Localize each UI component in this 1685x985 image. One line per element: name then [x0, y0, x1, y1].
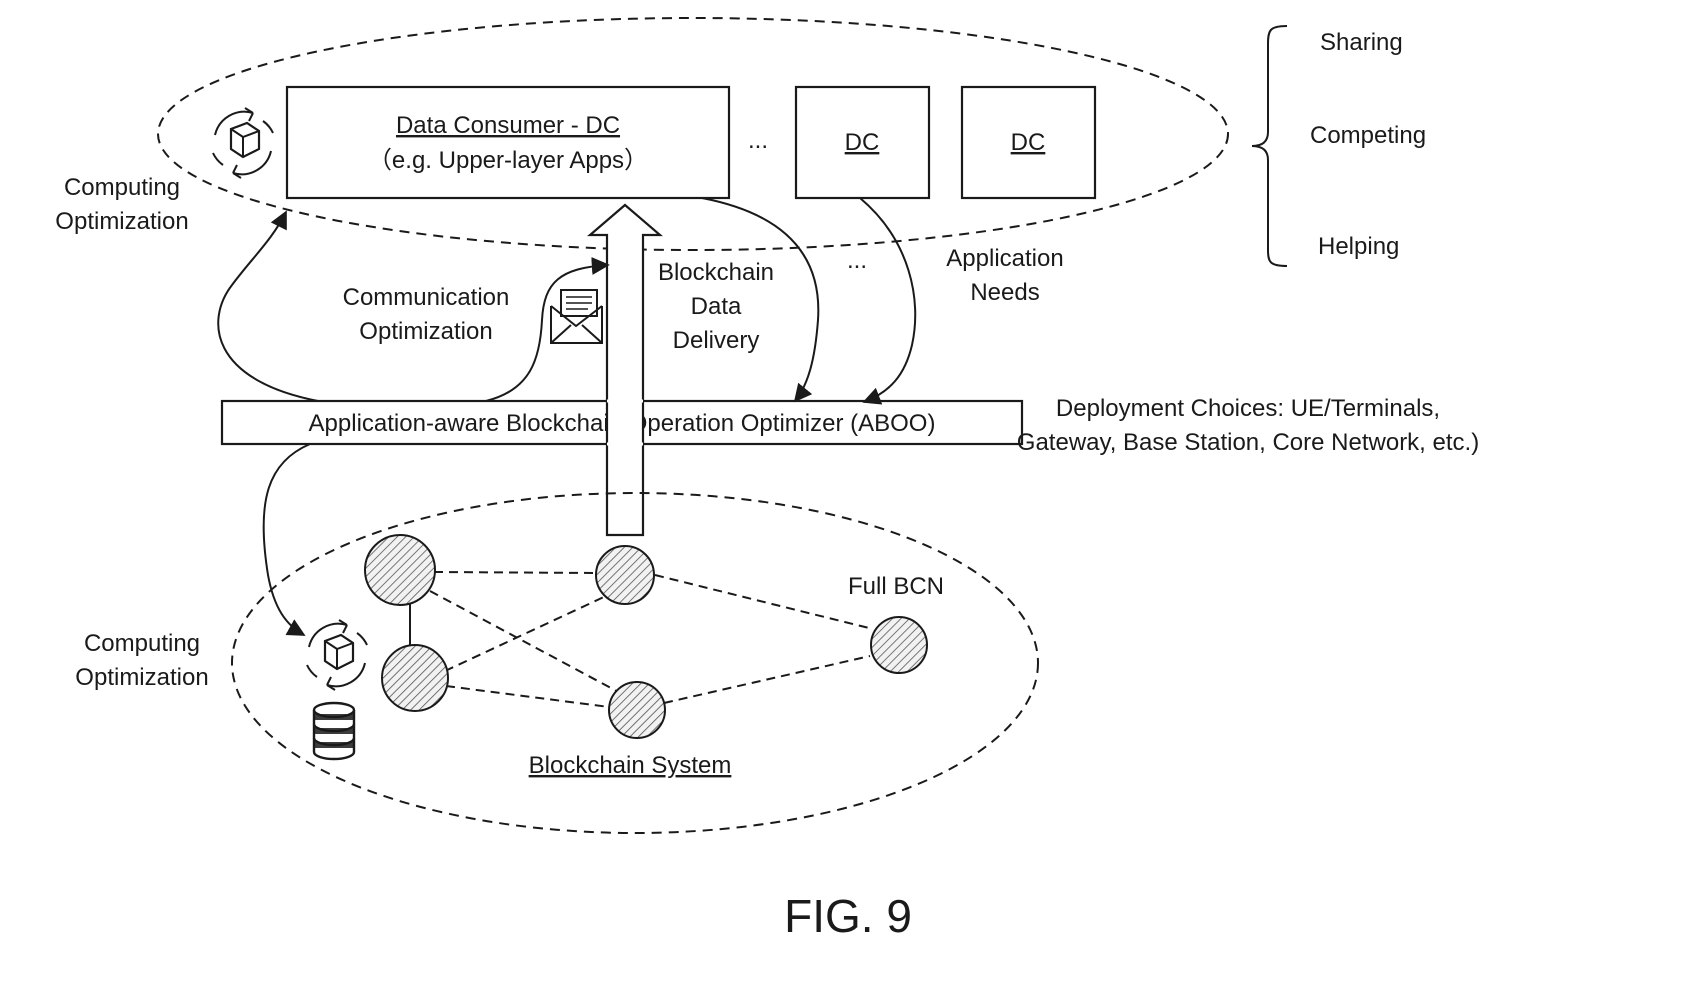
- svg-text:Computing: Computing: [84, 630, 200, 657]
- communication-optimization-label: Communication Optimization: [343, 284, 510, 345]
- database-icon: [314, 703, 354, 759]
- svg-text:Application: Application: [946, 245, 1063, 272]
- figure-caption: FIG. 9: [784, 890, 912, 942]
- svg-text:Gateway, Base Station, Core Ne: Gateway, Base Station, Core Network, etc…: [1017, 429, 1479, 456]
- data-consumer-subtitle: （e.g. Upper-layer Apps）: [368, 147, 648, 174]
- blockchain-node: [609, 682, 665, 738]
- deployment-choices-label: Deployment Choices: UE/Terminals, Gatewa…: [1017, 395, 1479, 456]
- svg-text:Optimization: Optimization: [359, 318, 492, 345]
- blockchain-node: [382, 645, 448, 711]
- brace-item-competing: Competing: [1310, 122, 1426, 149]
- svg-text:Computing: Computing: [64, 174, 180, 201]
- svg-text:Communication: Communication: [343, 284, 510, 311]
- data-consumer-title: Data Consumer - DC: [396, 112, 620, 139]
- data-consumer-box: Data Consumer - DC （e.g. Upper-layer App…: [287, 87, 729, 198]
- envelope-icon: [551, 290, 602, 343]
- arrow-aboo-to-computing-top: [218, 212, 318, 401]
- dc-box-2: DC: [962, 87, 1095, 198]
- svg-text:Optimization: Optimization: [55, 208, 188, 235]
- consumer-ellipsis: ...: [748, 127, 768, 154]
- arrow-aboo-to-computing-bottom: [264, 444, 310, 635]
- recycle-box-icon: [213, 108, 273, 178]
- blockchain-data-delivery-label: Blockchain Data Delivery: [658, 259, 774, 354]
- arrow-dc-to-aboo: [860, 198, 915, 402]
- blockchain-system-label: Blockchain System: [529, 752, 732, 779]
- svg-text:Deployment Choices: UE/Termina: Deployment Choices: UE/Terminals,: [1056, 395, 1440, 422]
- svg-text:Delivery: Delivery: [673, 327, 760, 354]
- brace-item-helping: Helping: [1318, 233, 1399, 260]
- dc-box-2-label: DC: [1011, 129, 1046, 156]
- dc-box-1-label: DC: [845, 129, 880, 156]
- dc-ellipsis-lower: ...: [847, 247, 867, 274]
- svg-text:Needs: Needs: [970, 279, 1039, 306]
- computing-optimization-top-label: Computing Optimization: [55, 174, 188, 235]
- blockchain-node: [596, 546, 654, 604]
- blockchain-node: [365, 535, 435, 605]
- full-bcn-label: Full BCN: [848, 573, 944, 600]
- svg-text:Optimization: Optimization: [75, 664, 208, 691]
- dc-box-1: DC: [796, 87, 929, 198]
- computing-optimization-bottom-label: Computing Optimization: [75, 630, 208, 691]
- svg-text:Data: Data: [691, 293, 742, 320]
- blockchain-node: [871, 617, 927, 673]
- brace-item-sharing: Sharing: [1320, 29, 1403, 56]
- blockchain-data-delivery-arrow: [590, 205, 660, 535]
- application-needs-label: Application Needs: [946, 245, 1063, 306]
- recycle-box-icon-bottom: [307, 620, 367, 690]
- relation-brace: [1252, 26, 1287, 266]
- svg-text:Blockchain: Blockchain: [658, 259, 774, 286]
